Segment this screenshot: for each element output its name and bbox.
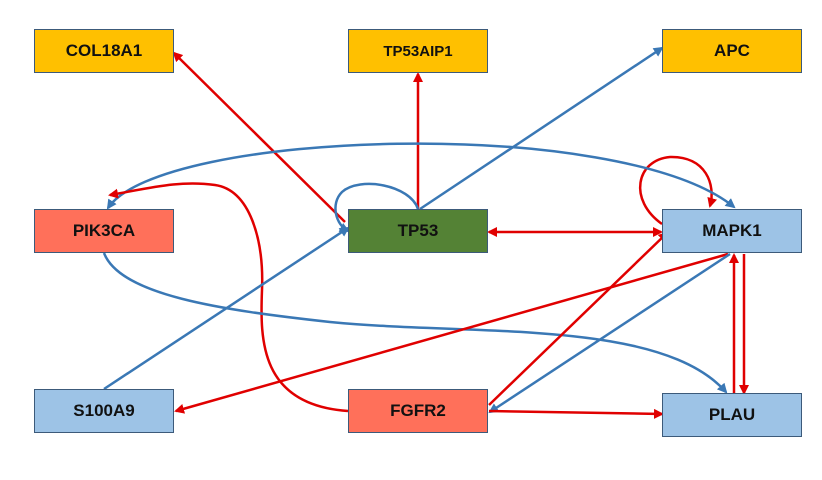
edge-pik3ca-plau — [102, 252, 728, 394]
edge-fgfr2-plau — [488, 408, 664, 419]
node-label: PIK3CA — [72, 221, 136, 240]
node-s100a9[interactable]: S100A9 — [34, 389, 174, 433]
edge-tp53-self-loop — [334, 182, 420, 233]
node-label: PLAU — [708, 405, 756, 424]
node-pik3ca[interactable]: PIK3CA — [34, 209, 174, 253]
node-apc[interactable]: APC — [662, 29, 802, 73]
edge-tp53-col18a1 — [172, 51, 346, 223]
node-tp53aip1[interactable]: TP53AIP1 — [348, 29, 488, 73]
node-label: COL18A1 — [65, 41, 143, 60]
edge-mapk1-fgfr2 — [488, 252, 731, 414]
edge-mapk1-pik3ca-arc — [106, 142, 736, 210]
node-col18a1[interactable]: COL18A1 — [34, 29, 174, 73]
node-label: APC — [714, 41, 750, 60]
node-fgfr2[interactable]: FGFR2 — [348, 389, 488, 433]
node-label: S100A9 — [73, 401, 135, 420]
node-label: MAPK1 — [702, 221, 762, 240]
edge-fgfr2-pik3ca — [108, 182, 349, 413]
edge-fgfr2-mapk1 — [488, 231, 669, 406]
node-label: TP53 — [397, 221, 439, 240]
node-tp53[interactable]: TP53 — [348, 209, 488, 253]
node-plau[interactable]: PLAU — [662, 393, 802, 437]
node-label: FGFR2 — [390, 401, 446, 420]
node-mapk1[interactable]: MAPK1 — [662, 209, 802, 253]
edge-mapk1-s100a9 — [174, 252, 729, 414]
edge-s100a9-tp53 — [103, 226, 350, 391]
edge-tp53-apc — [419, 46, 664, 211]
node-label: TP53AIP1 — [383, 42, 453, 60]
